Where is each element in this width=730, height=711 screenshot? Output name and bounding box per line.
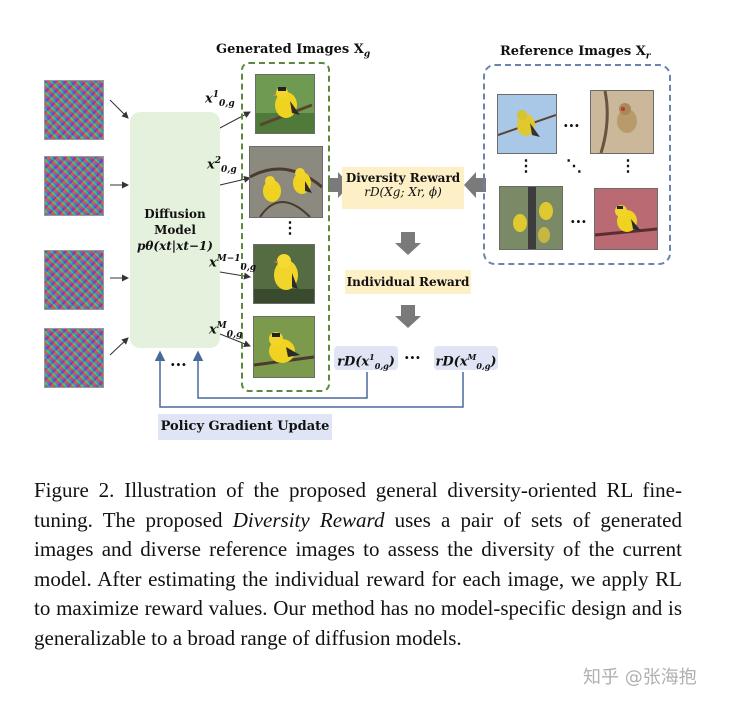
reward-last: rD(xM0,g) <box>434 346 498 371</box>
update-path-1 <box>192 350 368 399</box>
arrow-to-rd <box>395 305 421 328</box>
diffusion-model-box: Diffusion Model pθ(xt|xt−1) <box>130 112 220 348</box>
policy-gradient-update-label: Policy Gradient Update <box>158 414 332 440</box>
noise-image <box>44 80 104 140</box>
reference-bird-image <box>499 186 563 250</box>
model-formula: pθ(xt|xt−1) <box>137 239 213 253</box>
arrow-to-diversity <box>328 172 350 198</box>
generated-bird-image <box>253 244 315 304</box>
reference-bird-image <box>497 94 557 154</box>
x-label: x20,g <box>207 156 237 175</box>
diagonal-dots: ⋱ <box>566 156 582 175</box>
reference-images-box <box>483 64 671 265</box>
vertical-dots: ⋮ <box>282 218 298 237</box>
diversity-reward-box: Diversity Reward rD(Xg; Xr, ϕ) <box>342 167 464 209</box>
reference-images-title: Reference Images Xr <box>500 44 651 62</box>
diagram-connectors <box>109 99 486 408</box>
diffusion-label: Diffusion <box>144 207 206 221</box>
generated-images-title: Generated Images Xg <box>216 42 371 60</box>
reference-bird-image <box>590 90 654 154</box>
watermark: 知乎 @张海抱 <box>583 667 697 688</box>
noise-image <box>44 156 104 216</box>
generated-bird-image <box>255 74 315 134</box>
figure-caption: Figure 2. Illustration of the proposed g… <box>34 478 682 650</box>
x-label: xM0,g <box>209 321 243 340</box>
diversity-reward-title: Diversity Reward <box>345 171 461 185</box>
arrow-to-individual <box>395 232 421 255</box>
ellipsis: ··· <box>404 348 421 367</box>
vertical-dots: ⋮ <box>620 156 636 175</box>
reference-bird-image <box>594 188 658 250</box>
noise-image <box>44 250 104 310</box>
arrow-noise4 <box>109 337 129 356</box>
arrow-noise1 <box>109 99 129 119</box>
arrow-from-reference <box>464 172 486 198</box>
method-diagram: Diffusion Model pθ(xt|xt−1) ··· Generate… <box>44 42 671 440</box>
model-label: Model <box>154 223 196 237</box>
generated-images-box <box>241 62 330 392</box>
ellipsis: ··· <box>563 116 580 135</box>
diversity-reward-formula: rD(Xg; Xr, ϕ) <box>364 185 442 199</box>
reward-first: rD(x10,g) <box>334 346 398 371</box>
vertical-dots: ⋮ <box>518 156 534 175</box>
generated-bird-image <box>249 146 323 218</box>
x-label: x10,g <box>205 90 235 109</box>
ellipsis: ··· <box>170 355 187 374</box>
update-path-2 <box>154 350 464 408</box>
noise-image <box>44 328 104 388</box>
ellipsis: ··· <box>570 212 587 231</box>
generated-bird-image <box>253 316 315 378</box>
individual-reward-box: Individual Reward <box>345 270 471 294</box>
x-label: xM−10,g <box>209 254 257 273</box>
